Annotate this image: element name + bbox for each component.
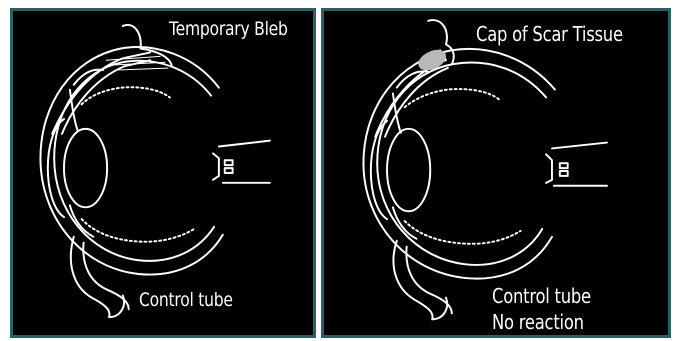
bottom-label-line-2: No reaction [492,309,591,335]
control-tube [71,237,124,317]
optic-disc-mark-2 [560,171,568,176]
ciliary-lower [82,219,195,242]
panel-temporary-bleb: Temporary Bleb Control tube [10,8,316,338]
sclera-inner [377,63,546,265]
control-tube [393,241,447,320]
ciliary-upper [82,87,170,104]
control-tube-inner [83,243,128,310]
bottom-label: Control tube No reaction [492,283,591,335]
lens [387,129,430,211]
eye-diagram-left [13,11,313,335]
optic-disc-mark [560,163,568,168]
top-label: Cap of Scar Tissue [476,22,623,46]
optic-disc-mark [225,160,233,165]
bottom-label: Control tube [139,289,233,311]
bottom-label-line-1: Control tube [139,289,233,311]
ciliary-lower [405,221,521,244]
ciliary-upper [405,89,499,107]
panel-cap-of-scar-tissue: Cap of Scar Tissue Control tube No react… [321,8,671,338]
optic-nerve [213,141,270,183]
lens [64,129,107,207]
top-label: Temporary Bleb [169,18,288,40]
iris-upper [393,71,428,132]
optic-disc-mark-2 [225,168,233,173]
control-tube-inner [406,247,451,314]
bottom-label-line-1: Control tube [492,283,591,309]
optic-nerve [546,143,607,186]
